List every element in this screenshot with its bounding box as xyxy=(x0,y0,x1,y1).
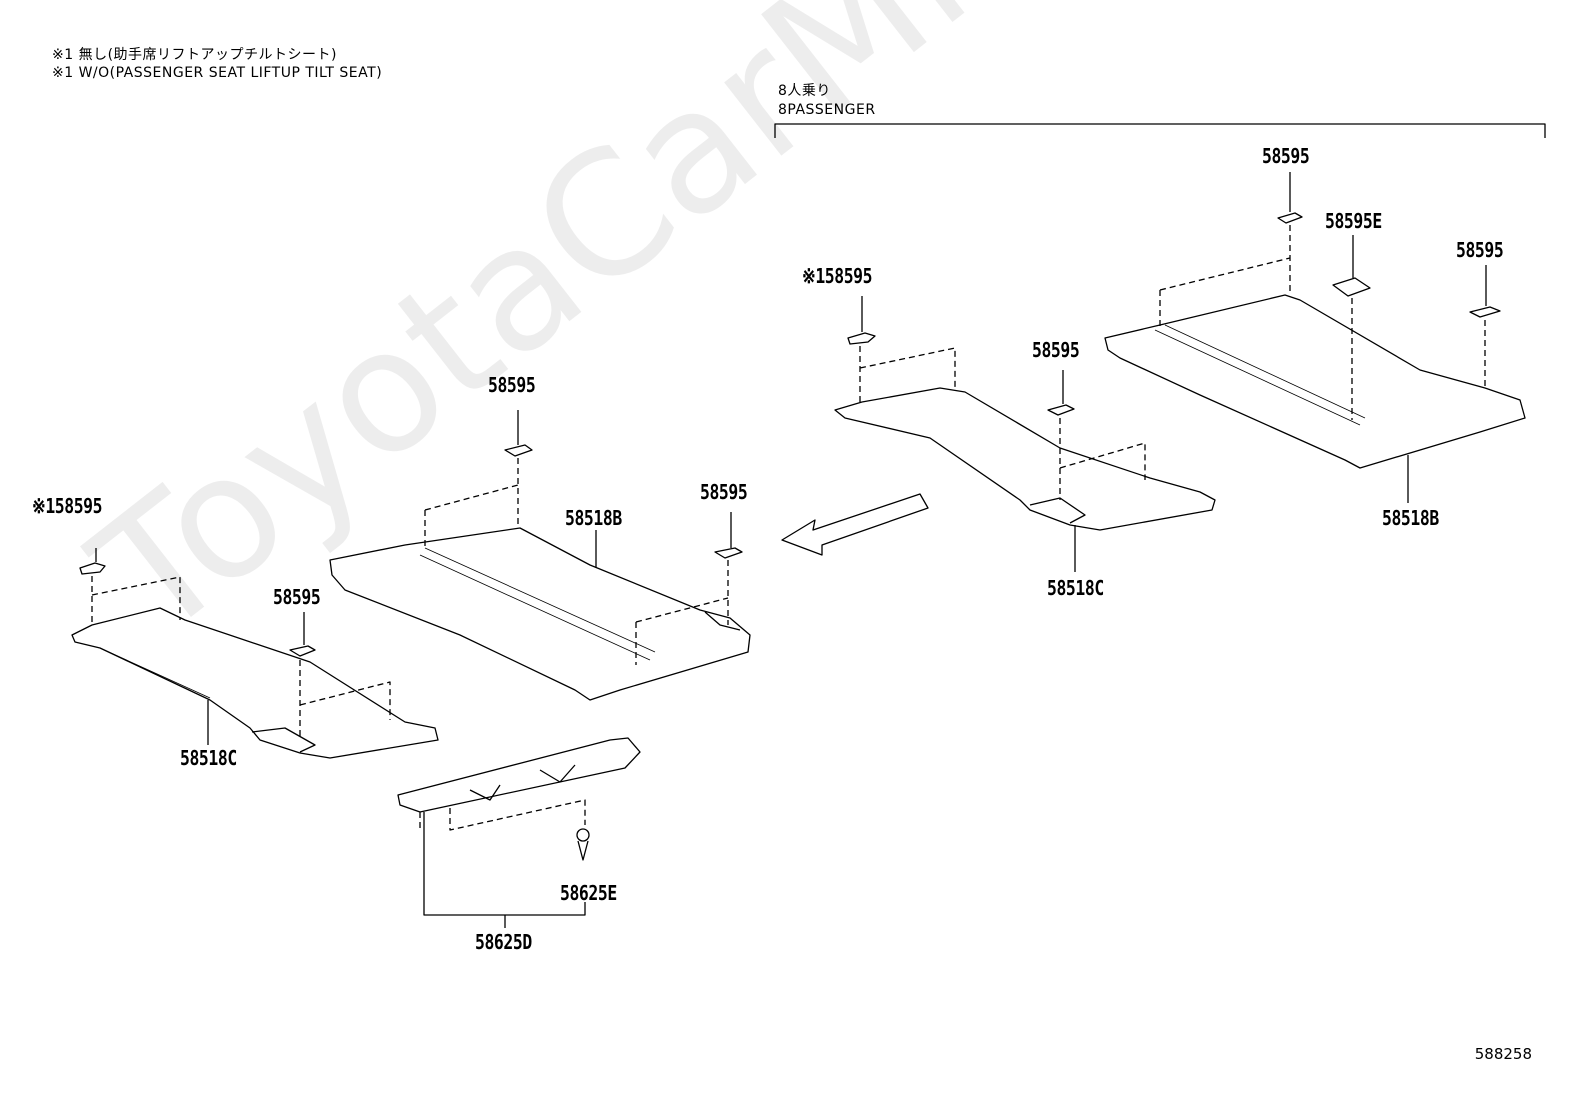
left-seat-rail-58625d xyxy=(397,737,641,813)
right-leader-lines xyxy=(861,172,1487,572)
note-line-english: ※1 W/O(PASSENGER SEAT LIFTUP TILT SEAT) xyxy=(52,65,383,81)
note-line-japanese: ※1 無し(助手席リフトアップチルトシート) xyxy=(52,47,338,63)
part-label-left-58518b: 58518B xyxy=(565,506,622,530)
right-clip-58595e xyxy=(1332,277,1371,297)
right-rear-mat-58518b xyxy=(1104,294,1526,469)
part-label-right-58595e: 58595E xyxy=(1325,209,1382,233)
variant-label-japanese: 8人乗り xyxy=(778,83,831,99)
left-dashed-guides xyxy=(91,458,729,831)
part-label-left-58518c: 58518C xyxy=(180,746,237,770)
diagram-code: 588258 xyxy=(1474,1045,1532,1063)
left-front-mat-58518c xyxy=(71,607,439,759)
part-label-right-note-58595: ※158595 xyxy=(802,264,873,288)
direction-arrow xyxy=(781,493,929,556)
left-fastener-58625e xyxy=(576,828,590,861)
left-leader-lines xyxy=(95,410,732,928)
right-clip-note-58595 xyxy=(847,332,876,345)
left-clip-mid-58595 xyxy=(289,645,316,657)
right-clip-top-58595 xyxy=(1277,212,1303,224)
left-clip-note-58595 xyxy=(79,562,106,575)
part-label-right-58518b: 58518B xyxy=(1382,506,1439,530)
part-label-left-note-58595: ※158595 xyxy=(32,494,103,518)
right-clip-mid-58595 xyxy=(1047,404,1075,416)
right-clip-far-58595 xyxy=(1469,306,1501,318)
part-label-left-58625e: 58625E xyxy=(560,881,617,905)
left-rear-mat-58518b xyxy=(329,527,751,701)
part-label-right-58595-top: 58595 xyxy=(1262,144,1310,168)
right-front-mat-58518c xyxy=(834,387,1216,531)
variant-bracket xyxy=(774,123,1546,138)
left-clip-right-58595 xyxy=(714,547,743,559)
part-label-left-58595-right: 58595 xyxy=(700,480,748,504)
variant-label-english: 8PASSENGER xyxy=(778,102,876,118)
part-label-left-58625d: 58625D xyxy=(475,930,532,954)
part-label-right-58518c: 58518C xyxy=(1047,576,1104,600)
part-label-left-58595-mid: 58595 xyxy=(273,585,321,609)
part-label-left-58595-top: 58595 xyxy=(488,373,536,397)
right-dashed-guides xyxy=(859,225,1486,500)
left-clip-top-58595 xyxy=(504,444,533,457)
part-label-right-58595-mid: 58595 xyxy=(1032,338,1080,362)
part-label-right-58595-far: 58595 xyxy=(1456,238,1504,262)
